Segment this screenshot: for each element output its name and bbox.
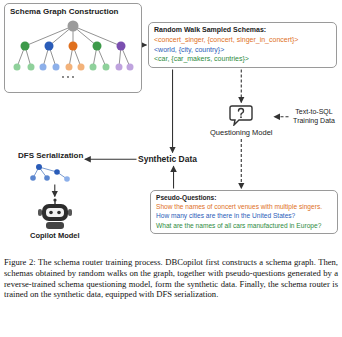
copilot-robot-icon [37, 198, 73, 230]
node-line: Show the names of concert venues with mu… [156, 203, 332, 211]
node-heading: Pseudo-Questions: [156, 194, 332, 202]
node-heading: DFS Serialization [18, 151, 83, 161]
schema-graph-illustration [11, 19, 135, 81]
node-heading: Schema Graph Construction [10, 7, 136, 17]
node-heading: Synthetic Data [138, 154, 197, 165]
question-box: Pseudo-Questions:Show the names of conce… [150, 190, 338, 234]
node-line: <world, {city, country}> [154, 46, 331, 55]
flow-arrow [172, 70, 173, 153]
questioning-icon [229, 104, 253, 126]
node-heading: Random Walk Sampled Schemas: [154, 26, 331, 35]
model-node: Copilot Model [30, 198, 80, 240]
flow-arrow [241, 139, 242, 189]
data-label: Synthetic Data [138, 154, 197, 165]
icon-wrap [18, 163, 83, 183]
dfs-sequence-icon [29, 163, 73, 183]
flow-arrow [274, 116, 288, 117]
figure-caption: Figure 2: The schema router training pro… [4, 257, 338, 300]
group-box: Schema Graph Construction [4, 3, 142, 93]
schema-box: Random Walk Sampled Schemas:<concert_sin… [148, 22, 337, 68]
flow-arrow [173, 166, 174, 188]
node-line: How many cities are there in the United … [156, 212, 332, 220]
flow-arrow [144, 44, 147, 45]
node-heading: Copilot Model [30, 231, 80, 240]
flow-arrow [85, 159, 137, 160]
icon-wrap [30, 198, 80, 230]
icon-wrap [10, 19, 136, 81]
data-source-label: Text-to-SQL Training Data [290, 108, 338, 126]
node-line: <concert_singer, {concert, singer_in_con… [154, 36, 331, 45]
flow-arrow [241, 70, 242, 103]
node-heading: Text-to-SQL Training Data [290, 108, 338, 126]
node-line: What are the names of all cars manufactu… [156, 222, 332, 230]
model-node: Questioning Model [210, 104, 273, 137]
node-heading: Questioning Model [210, 128, 273, 137]
icon-wrap [210, 104, 273, 126]
flow-arrow [54, 185, 55, 197]
process-label: DFS Serialization [18, 151, 83, 183]
node-line: <car, {car_makers, countries}> [154, 55, 331, 64]
